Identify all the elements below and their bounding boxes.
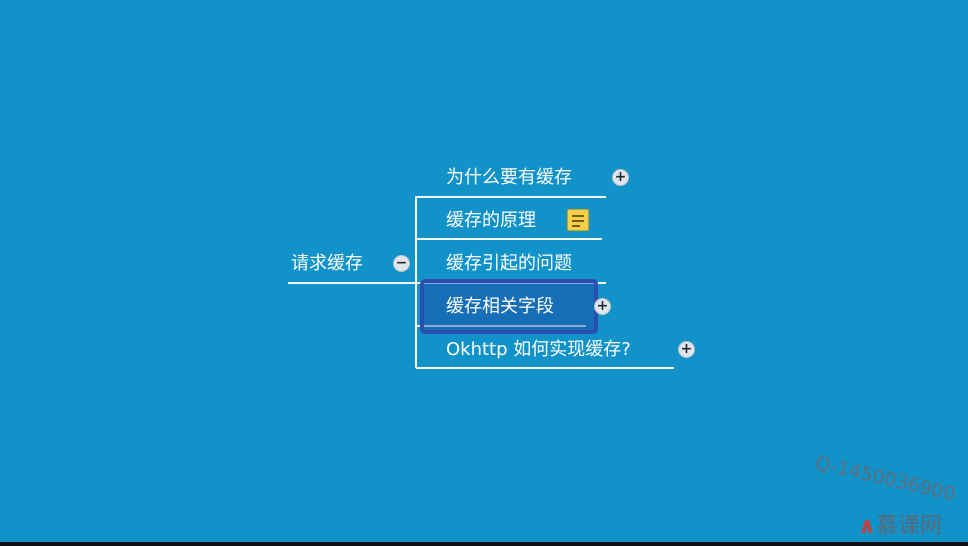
- bottom-bar: [0, 542, 968, 546]
- topic-okhttp-cache[interactable]: Okhttp 如何实现缓存?: [446, 339, 631, 360]
- child-underline-2: [416, 238, 602, 240]
- expand-icon[interactable]: +: [594, 298, 611, 315]
- logo-text: 慕课网: [875, 514, 942, 539]
- child-underline-5: [416, 367, 674, 369]
- root-underline: [288, 282, 416, 284]
- note-icon[interactable]: [567, 209, 589, 231]
- topic-why-cache[interactable]: 为什么要有缓存: [446, 167, 572, 188]
- child-underline-4: [416, 325, 586, 327]
- topic-cache-problems[interactable]: 缓存引起的问题: [446, 253, 572, 274]
- topic-cache-fields[interactable]: 缓存相关字段: [446, 296, 554, 317]
- expand-icon[interactable]: +: [612, 169, 629, 186]
- collapse-icon[interactable]: −: [393, 255, 410, 272]
- watermark-text: Q-1450036900: [813, 452, 958, 506]
- root-topic[interactable]: 请求缓存: [291, 253, 363, 274]
- topic-cache-principle[interactable]: 缓存的原理: [446, 210, 536, 231]
- child-underline-3: [416, 282, 606, 284]
- child-underline-1: [416, 196, 606, 198]
- logo-mark-icon: ∧: [858, 514, 876, 539]
- expand-icon[interactable]: +: [678, 341, 695, 358]
- site-logo: ∧慕课网: [858, 508, 942, 540]
